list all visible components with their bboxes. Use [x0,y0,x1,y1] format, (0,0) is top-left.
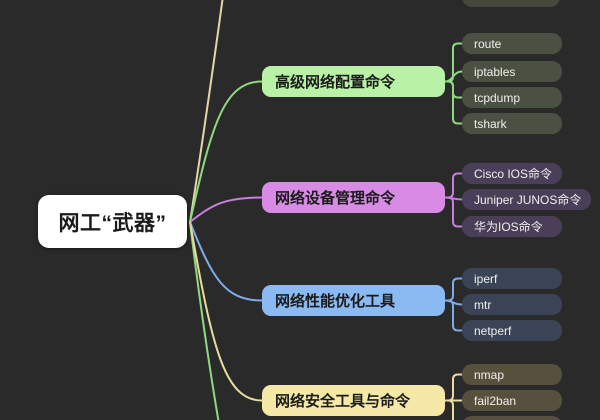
child-node-device-management-commands-2[interactable]: 华为IOS命令 [462,216,562,237]
child-node-device-management-commands-1[interactable]: Juniper JUNOS命令 [462,189,592,210]
branch-connector-device-management-commands [189,196,263,223]
child-node-security-tools-1[interactable]: fail2ban [462,390,562,411]
child-node-security-tools-2[interactable] [462,416,562,420]
branch-connector-advanced-network-config [189,80,263,223]
root-node[interactable]: 网工“武器” [38,195,187,248]
child-connector-security-tools-0 [444,373,463,402]
branch-node-device-management-commands[interactable]: 网络设备管理命令 [262,182,445,213]
child-node-advanced-network-config-3[interactable]: tshark [462,113,562,134]
child-connector-performance-tools-2 [444,299,463,332]
child-node-advanced-network-config-0[interactable]: route [462,33,562,54]
branch-connector-performance-tools [189,221,263,302]
child-connector-advanced-network-config-3 [444,80,463,125]
child-node-security-tools-0[interactable]: nmap [462,364,562,385]
child-connector-security-tools-2 [444,399,454,420]
offscreen-top-node[interactable] [462,0,560,7]
child-node-performance-tools-1[interactable]: mtr [462,294,562,315]
child-node-advanced-network-config-2[interactable]: tcpdump [462,87,562,108]
offscreen-branch-top [189,0,224,223]
branch-node-advanced-network-config[interactable]: 高级网络配置命令 [262,66,445,97]
child-node-performance-tools-2[interactable]: netperf [462,320,562,341]
branch-node-security-tools[interactable]: 网络安全工具与命令 [262,385,445,416]
child-node-performance-tools-0[interactable]: iperf [462,268,562,289]
child-node-advanced-network-config-1[interactable]: iptables [462,61,562,82]
branch-node-performance-tools[interactable]: 网络性能优化工具 [262,285,445,316]
branch-connector-security-tools [189,221,263,402]
offscreen-branch-bottom [189,221,220,420]
child-connector-device-management-commands-0 [444,172,463,199]
child-connector-performance-tools-0 [444,277,463,302]
child-connector-device-management-commands-2 [444,196,463,228]
child-node-device-management-commands-0[interactable]: Cisco IOS命令 [462,163,563,184]
